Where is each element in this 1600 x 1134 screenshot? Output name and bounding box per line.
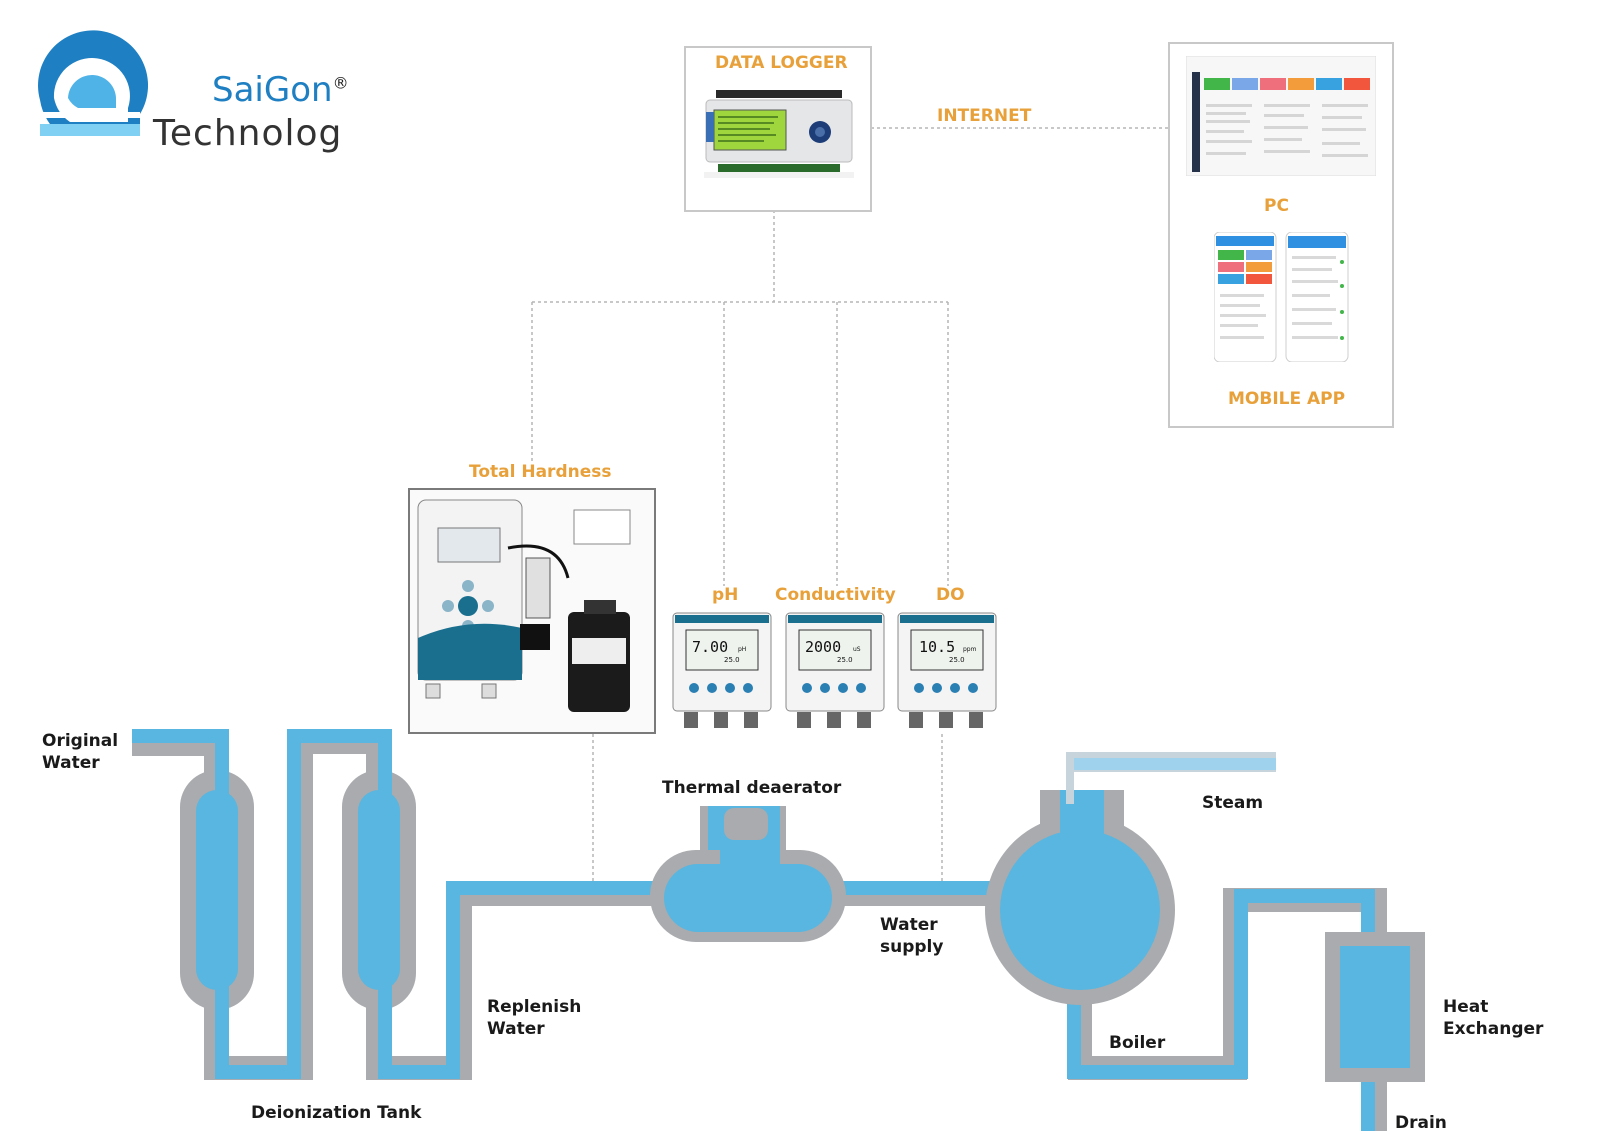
- mobile-app-screenshot-icon: [1214, 232, 1349, 362]
- ph-label: pH: [712, 585, 739, 605]
- ph-reading: 7.00: [692, 638, 729, 656]
- company-logo-icon: [38, 30, 149, 136]
- conductivity-meter: 2000 uS 25.0: [785, 612, 885, 736]
- thermal-deaerator-label: Thermal deaerator: [662, 778, 842, 798]
- do-meter: 10.5 ppm 25.0: [897, 612, 997, 736]
- conductivity-reading: 2000: [805, 638, 842, 656]
- do-reading: 10.5: [919, 638, 956, 656]
- conductivity-label: Conductivity: [775, 585, 896, 605]
- data-logger-panel: [684, 46, 872, 212]
- monitoring-clients-panel: [1168, 42, 1394, 428]
- logo-brand-subtext: Technolog: [153, 113, 343, 154]
- do-temp: 25.0: [949, 656, 965, 664]
- data-logger-device-icon: [704, 90, 854, 178]
- boiler-label: Boiler: [1109, 1033, 1166, 1053]
- drain-label: Drain: [1395, 1113, 1447, 1133]
- internet-label: INTERNET: [937, 106, 1032, 126]
- mobile-app-label: MOBILE APP: [1228, 389, 1346, 409]
- total-hardness-label: Total Hardness: [469, 462, 612, 482]
- ph-meter-icon: [672, 612, 772, 728]
- ph-temp: 25.0: [724, 656, 740, 664]
- do-label: DO: [936, 585, 965, 605]
- conductivity-unit: uS: [853, 646, 861, 653]
- ph-unit: pH: [738, 646, 747, 653]
- conductivity-temp: 25.0: [837, 656, 853, 664]
- deionization-tank-label: Deionization Tank: [251, 1103, 422, 1123]
- pc-label: PC: [1264, 196, 1289, 216]
- do-meter-icon: [897, 612, 997, 728]
- logo-brand-text: SaiGon®: [212, 70, 349, 110]
- steam-label: Steam: [1202, 793, 1264, 813]
- data-logger-label: DATA LOGGER: [715, 53, 848, 73]
- do-unit: ppm: [963, 646, 977, 653]
- conductivity-meter-icon: [785, 612, 885, 728]
- pc-dashboard-screenshot-icon: [1186, 56, 1376, 176]
- ph-meter: 7.00 pH 25.0: [672, 612, 772, 736]
- hardness-analyzer-icon: [408, 488, 656, 734]
